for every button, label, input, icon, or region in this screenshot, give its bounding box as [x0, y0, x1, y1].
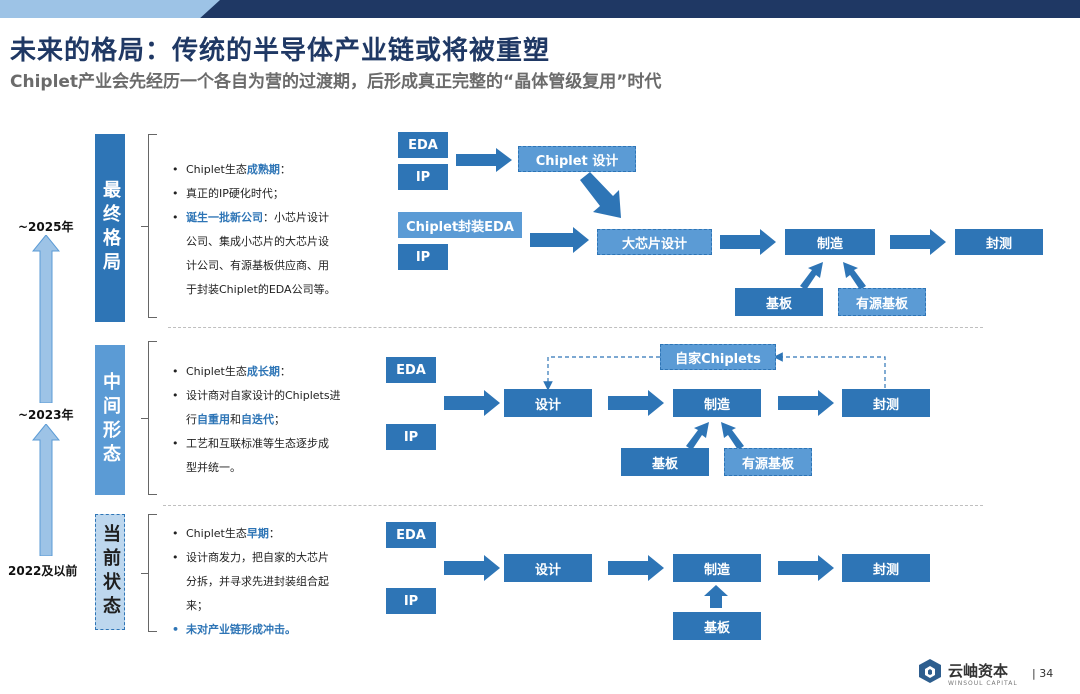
current-bullet-1: Chiplet生态早期： — [170, 522, 370, 546]
stage-final: 最终格局 — [95, 134, 125, 322]
mid-fab-box: 制造 — [673, 389, 761, 417]
mid-design-box: 设计 — [504, 389, 592, 417]
arrow-cur-design-to-fab — [608, 555, 664, 581]
final-chiplet-design-box: Chiplet 设计 — [518, 146, 636, 172]
middle-bullet-2-cont: 行自重用和自迭代； — [186, 413, 285, 426]
timeline-label-2022: 2022及以前 — [8, 564, 78, 578]
final-ip-box-2: IP — [398, 244, 448, 270]
middle-bullet-1: Chiplet生态成长期： — [170, 360, 370, 384]
final-bullet-1: Chiplet生态成熟期： — [170, 158, 370, 182]
final-test-box: 封测 — [955, 229, 1043, 255]
final-active-substrate-box: 有源基板 — [838, 288, 926, 316]
mid-eda-box: EDA — [386, 357, 436, 383]
arrow-mid-design-to-fab — [608, 390, 664, 416]
timeline-label-2023: ~2023年 — [18, 408, 74, 422]
final-bullet-3-cont-2: 计公司、有源基板供应商、用 — [186, 259, 329, 272]
arrow-cur-fab-to-test — [778, 555, 834, 581]
final-bullets: Chiplet生态成熟期： 真正的IP硬化时代； 诞生一批新公司：小芯片设计 公… — [170, 158, 370, 302]
arrow-final-fab-to-test — [890, 229, 946, 255]
logo-subtext: WINSOUL CAPITAL — [948, 680, 1018, 687]
separator-2 — [163, 505, 983, 506]
page-title: 未来的格局：传统的半导体产业链或将被重塑 — [10, 36, 551, 66]
dashed-test-to-own — [773, 352, 886, 388]
cur-ip-box: IP — [386, 588, 436, 614]
middle-bullet-3-cont: 型并统一。 — [186, 461, 241, 474]
page-number: | 34 — [1032, 667, 1054, 680]
current-bullets: Chiplet生态早期： 设计商发力，把自家的大芯片 分拆，并寻求先进封装组合起… — [170, 522, 370, 642]
brace-middle — [141, 341, 157, 495]
page-subtitle: Chiplet产业会先经历一个各自为营的过渡期，后形成真正完整的“晶体管级复用”… — [10, 72, 662, 92]
final-bullet-2: 真正的IP硬化时代； — [170, 182, 370, 206]
mid-ip-box: IP — [386, 424, 436, 450]
arrow-final-diagonal — [580, 172, 621, 218]
cur-design-box: 设计 — [504, 554, 592, 582]
arrow-final-eda-to-chiplet — [456, 148, 512, 172]
mid-substrate-box: 基板 — [621, 448, 709, 476]
current-bullet-2-cont-1: 分拆，并寻求先进封装组合起 — [186, 575, 329, 588]
logo-text: 云岫资本 — [948, 662, 1009, 680]
arrow-mid-substrate-up — [686, 422, 709, 450]
top-banner-light — [0, 0, 220, 18]
arrow-mid-eda-to-design — [444, 390, 500, 416]
final-eda-box: EDA — [398, 132, 448, 158]
separator-1 — [168, 327, 983, 328]
brace-current — [141, 514, 157, 632]
winsoul-logo-icon — [919, 659, 941, 683]
timeline-label-2025: ~2025年 — [18, 220, 74, 234]
final-big-chip-box: 大芯片设计 — [597, 229, 712, 255]
current-bullet-3: 未对产业链形成冲击。 — [170, 618, 370, 642]
top-banner — [0, 0, 1080, 18]
arrow-final-active-up — [843, 262, 866, 290]
final-bullet-3: 诞生一批新公司：小芯片设计 — [170, 206, 370, 230]
mid-own-chiplets-box: 自家Chiplets — [660, 344, 776, 370]
stage-middle: 中间形态 — [95, 345, 125, 495]
arrow-cur-eda-to-design — [444, 555, 500, 581]
stage-current: 当前状态 — [95, 514, 125, 630]
middle-bullet-3: 工艺和互联标准等生态逐步成 — [170, 432, 370, 456]
final-bullet-3-cont-3: 于封装Chiplet的EDA公司等。 — [186, 283, 336, 296]
top-banner-dark — [200, 0, 1080, 18]
arrow-cur-substrate-up — [704, 585, 728, 608]
mid-active-substrate-box: 有源基板 — [724, 448, 812, 476]
final-fab-box: 制造 — [785, 229, 875, 255]
final-bullet-3-cont-1: 公司、集成小芯片的大芯片设 — [186, 235, 329, 248]
final-substrate-box: 基板 — [735, 288, 823, 316]
dashed-own-to-design — [543, 356, 660, 391]
cur-eda-box: EDA — [386, 522, 436, 548]
arrow-final-chipeda-to-big — [530, 227, 589, 253]
mid-test-box: 封测 — [842, 389, 930, 417]
middle-bullets: Chiplet生态成长期： 设计商对自家设计的Chiplets进 行自重用和自迭… — [170, 360, 370, 480]
arrow-mid-active-up — [721, 422, 744, 450]
middle-bullet-2: 设计商对自家设计的Chiplets进 — [170, 384, 370, 408]
arrow-final-big-to-fab — [720, 229, 776, 255]
current-bullet-2-cont-2: 来； — [186, 599, 208, 612]
arrow-mid-fab-to-test — [778, 390, 834, 416]
arrow-final-substrate-up — [800, 262, 823, 290]
final-ip-box: IP — [398, 164, 448, 190]
final-chiplet-eda-box: Chiplet封装EDA — [398, 212, 522, 238]
timeline-arrow-bottom-icon — [32, 424, 60, 556]
timeline-arrow-top-icon — [32, 235, 60, 403]
cur-substrate-box: 基板 — [673, 612, 761, 640]
brace-final — [141, 134, 157, 318]
cur-fab-box: 制造 — [673, 554, 761, 582]
cur-test-box: 封测 — [842, 554, 930, 582]
current-bullet-2: 设计商发力，把自家的大芯片 — [170, 546, 370, 570]
